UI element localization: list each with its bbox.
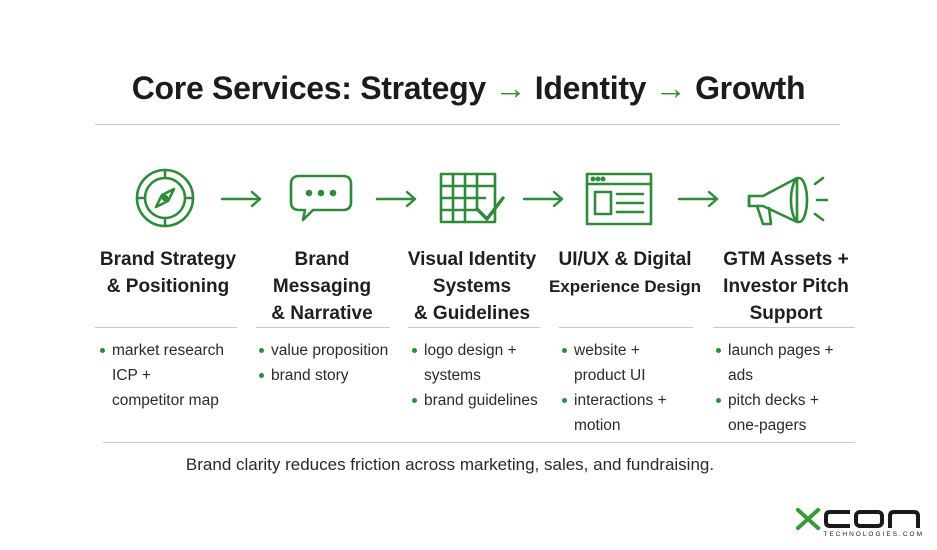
column-divider-3 [408,327,540,328]
list-item: brand guidelines [410,388,538,413]
column-title-brand-strategy: Brand Strategy & Positioning [99,249,237,297]
list-item: logo design + systems [410,338,538,388]
speech-bubble-icon [285,162,357,234]
flow-arrow-1 [220,189,264,209]
list-item: value proposition [257,338,388,363]
list-item: brand story [257,363,388,388]
bullet-list-uiux: website + product UI interactions + moti… [560,338,667,438]
bullet-list-visual-identity: logo design + systems brand guidelines [410,338,538,413]
column-title-visual-identity: Visual Identity Systems & Guidelines [407,249,537,324]
column-title-brand-messaging: Brand Messaging & Narrative [271,249,373,324]
flow-arrow-4 [677,189,721,209]
title-growth: Growth [695,70,806,106]
logo-tagline: TECHNOLOGIES.COM [823,531,924,538]
bullet-list-gtm-assets: launch pages + ads pitch decks + one-pag… [714,338,834,438]
title-divider [95,124,840,125]
grid-check-icon [435,162,507,234]
list-item: website + product UI [560,338,667,388]
xcon-wordmark [796,508,920,530]
column-divider-1 [95,327,237,328]
list-item: interactions + motion [560,388,667,438]
flow-arrow-2 [375,189,419,209]
column-divider-5 [713,327,855,328]
title-identity: Identity [534,70,647,106]
title-arrow-2: → [654,70,687,106]
list-item: pitch decks + one-pagers [714,388,834,438]
column-divider-4 [559,327,693,328]
title-arrow-1: → [494,70,527,106]
browser-window-icon [583,162,655,234]
title-strategy: Core Services: Strategy [131,70,486,106]
footer-note: Brand clarity reduces friction across ma… [185,455,715,474]
column-divider-2 [256,327,390,328]
column-title-uiux: UI/UX & Digital Experience Design [548,249,702,296]
xcon-logo: TECHNOLOGIES.COM [796,508,924,544]
megaphone-icon [741,166,831,238]
bullet-list-brand-messaging: value proposition brand story [257,338,388,388]
page-title: Core Services: Strategy → Identity → Gro… [0,70,937,107]
column-title-gtm-assets: GTM Assets + Investor Pitch Support [723,249,849,324]
bullet-list-brand-strategy: market research ICP + competitor map [98,338,224,413]
flow-arrow-3 [522,189,566,209]
list-item: launch pages + ads [714,338,834,388]
compass-icon [129,162,201,234]
list-item: market research ICP + competitor map [98,338,224,413]
footer-divider [103,442,855,443]
